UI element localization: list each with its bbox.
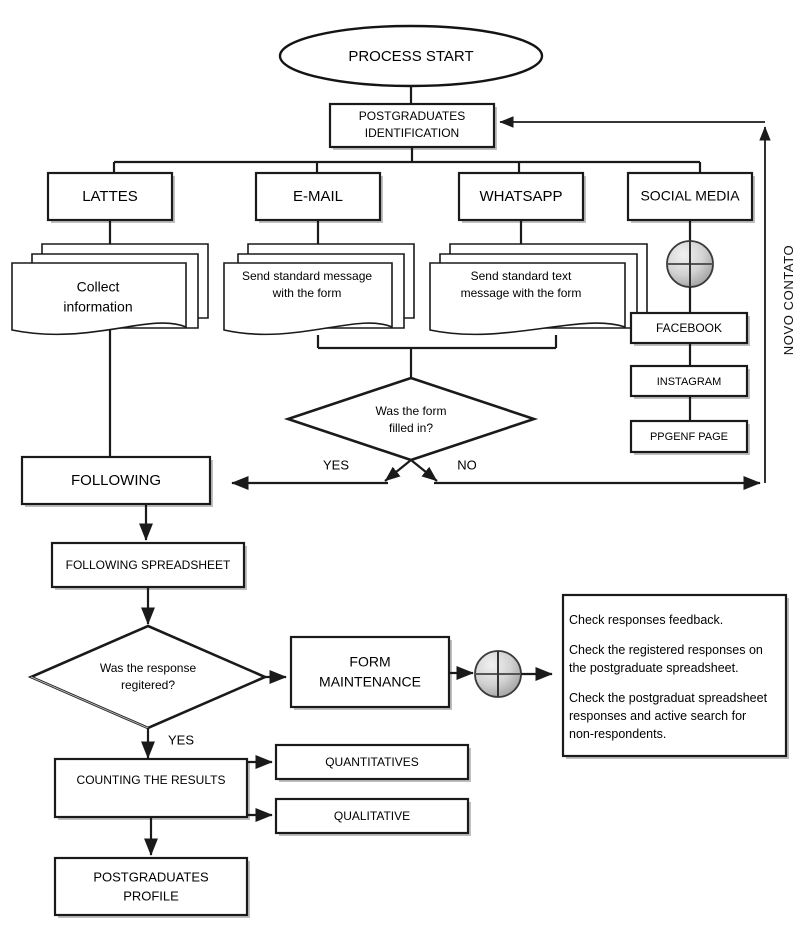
node-channel-social-media: SOCIAL MEDIA: [626, 171, 755, 223]
doc-whatsapp-front: [429, 262, 626, 336]
quantitatives-box-shape: [274, 743, 470, 781]
connector-form-maintenance: [474, 650, 522, 698]
decision-form-label-line1: Was the form: [376, 404, 447, 418]
profile-label-line1: POSTGRADUATES: [93, 869, 209, 884]
quantitatives-label: QUANTITATIVES: [325, 755, 419, 769]
qualitative-label: QUALITATIVE: [334, 809, 410, 823]
node-ppgenf-page: PPGENF PAGE: [629, 419, 750, 455]
doc-email-front: [223, 262, 393, 336]
doc-whatsapp-label-line1: Send standard text: [471, 269, 572, 283]
doc-lattes-label-line2: information: [63, 299, 132, 315]
decision-response-label-line2: regitered?: [121, 678, 175, 692]
node-following: FOLLOWING: [20, 455, 213, 507]
node-facebook: FACEBOOK: [629, 311, 750, 346]
profile-box-shape: [53, 856, 249, 917]
form-maintenance-box-shape: [289, 635, 451, 709]
decision-response-label-line1: Was the response: [100, 661, 197, 675]
node-channel-lattes: LATTES: [46, 171, 175, 223]
node-process-start: PROCESS START: [278, 24, 544, 88]
form-maintenance-label-line2: MAINTENANCE: [319, 674, 421, 690]
counting-box-shape: [53, 757, 249, 819]
note-line-3c: non-respondents.: [569, 727, 666, 741]
decision-response-shape: [27, 624, 269, 730]
ppgenf-label: PPGENF PAGE: [650, 431, 728, 443]
identification-label-line1: POSTGRADUATES: [359, 109, 465, 123]
note-line-3a: Check the postgraduat spreadsheet: [569, 691, 768, 705]
decision-form-shape: [283, 376, 539, 462]
decision-response-thin-edge: [30, 676, 149, 729]
doc-lattes-label-line1: Collect: [77, 279, 120, 295]
node-decision-form-filled: Was the form filled in?: [283, 376, 539, 462]
note-line-1: Check responses feedback.: [569, 613, 723, 627]
node-following-spreadsheet: FOLLOWING SPREADSHEET: [50, 541, 247, 590]
edge-label-yes-response: YES: [168, 732, 194, 747]
edge-yes-crossing: [384, 459, 412, 482]
novo-contato-label: NOVO CONTATO: [781, 245, 796, 355]
node-postgraduates-identification: POSTGRADUATES IDENTIFICATION: [328, 102, 497, 150]
edge-no-crossing: [410, 459, 438, 482]
edge-label-no-form: NO: [457, 457, 477, 472]
lattes-label: LATTES: [82, 188, 138, 205]
doc-lattes-front: [11, 262, 187, 336]
email-box-shape: [254, 171, 382, 222]
email-label: E-MAIL: [293, 188, 343, 205]
doc-whatsapp-label-line2: message with the form: [461, 286, 582, 300]
node-instagram: INSTAGRAM: [629, 364, 750, 399]
node-decision-response-registered: Was the response regitered?: [27, 624, 269, 730]
node-doc-collect-information: Collect information: [11, 243, 209, 336]
node-form-maintenance: FORM MAINTENANCE: [289, 635, 452, 710]
node-postgraduates-profile: POSTGRADUATES PROFILE: [53, 856, 250, 918]
following-box-shape: [20, 455, 212, 506]
form-maintenance-label-line1: FORM: [349, 654, 390, 670]
ppgenf-box-shape: [629, 419, 749, 454]
note-line-2b: the postgraduate spreadsheet.: [569, 661, 739, 675]
following-label: FOLLOWING: [71, 472, 161, 489]
instagram-label: INSTAGRAM: [657, 376, 722, 388]
identification-label-line2: IDENTIFICATION: [365, 126, 459, 140]
profile-label-line2: PROFILE: [123, 888, 179, 903]
node-doc-send-standard-message: Send standard message with the form: [223, 243, 415, 336]
qualitative-box-shape: [274, 797, 470, 835]
facebook-box-shape: [629, 311, 749, 345]
instagram-box-shape: [629, 364, 749, 398]
note-box-shape: [561, 593, 788, 758]
edge-label-yes-form: YES: [323, 457, 349, 472]
node-counting-the-results: COUNTING THE RESULTS: [53, 757, 250, 820]
node-qualitative: QUALITATIVE: [274, 797, 471, 836]
connector-social-media: [666, 240, 714, 288]
node-channel-email: E-MAIL: [254, 171, 383, 223]
following-spreadsheet-label: FOLLOWING SPREADSHEET: [66, 558, 231, 572]
note-line-3b: responses and active search for: [569, 709, 746, 723]
doc-email-label-line2: with the form: [272, 286, 342, 300]
note-line-2a: Check the registered responses on: [569, 643, 763, 657]
note-box-checks: Check responses feedback. Check the regi…: [561, 593, 789, 759]
whatsapp-box-shape: [457, 171, 585, 222]
node-channel-whatsapp: WHATSAPP: [457, 171, 586, 223]
facebook-label: FACEBOOK: [656, 321, 722, 335]
doc-email-label-line1: Send standard message: [242, 269, 372, 283]
whatsapp-label: WHATSAPP: [479, 188, 562, 205]
node-doc-send-standard-text-message: Send standard text message with the form: [429, 243, 648, 336]
node-quantitatives: QUANTITATIVES: [274, 743, 471, 782]
counting-label: COUNTING THE RESULTS: [77, 773, 226, 787]
start-label: PROCESS START: [348, 48, 473, 65]
decision-form-label-line2: filled in?: [389, 421, 433, 435]
social-media-label: SOCIAL MEDIA: [640, 188, 740, 204]
